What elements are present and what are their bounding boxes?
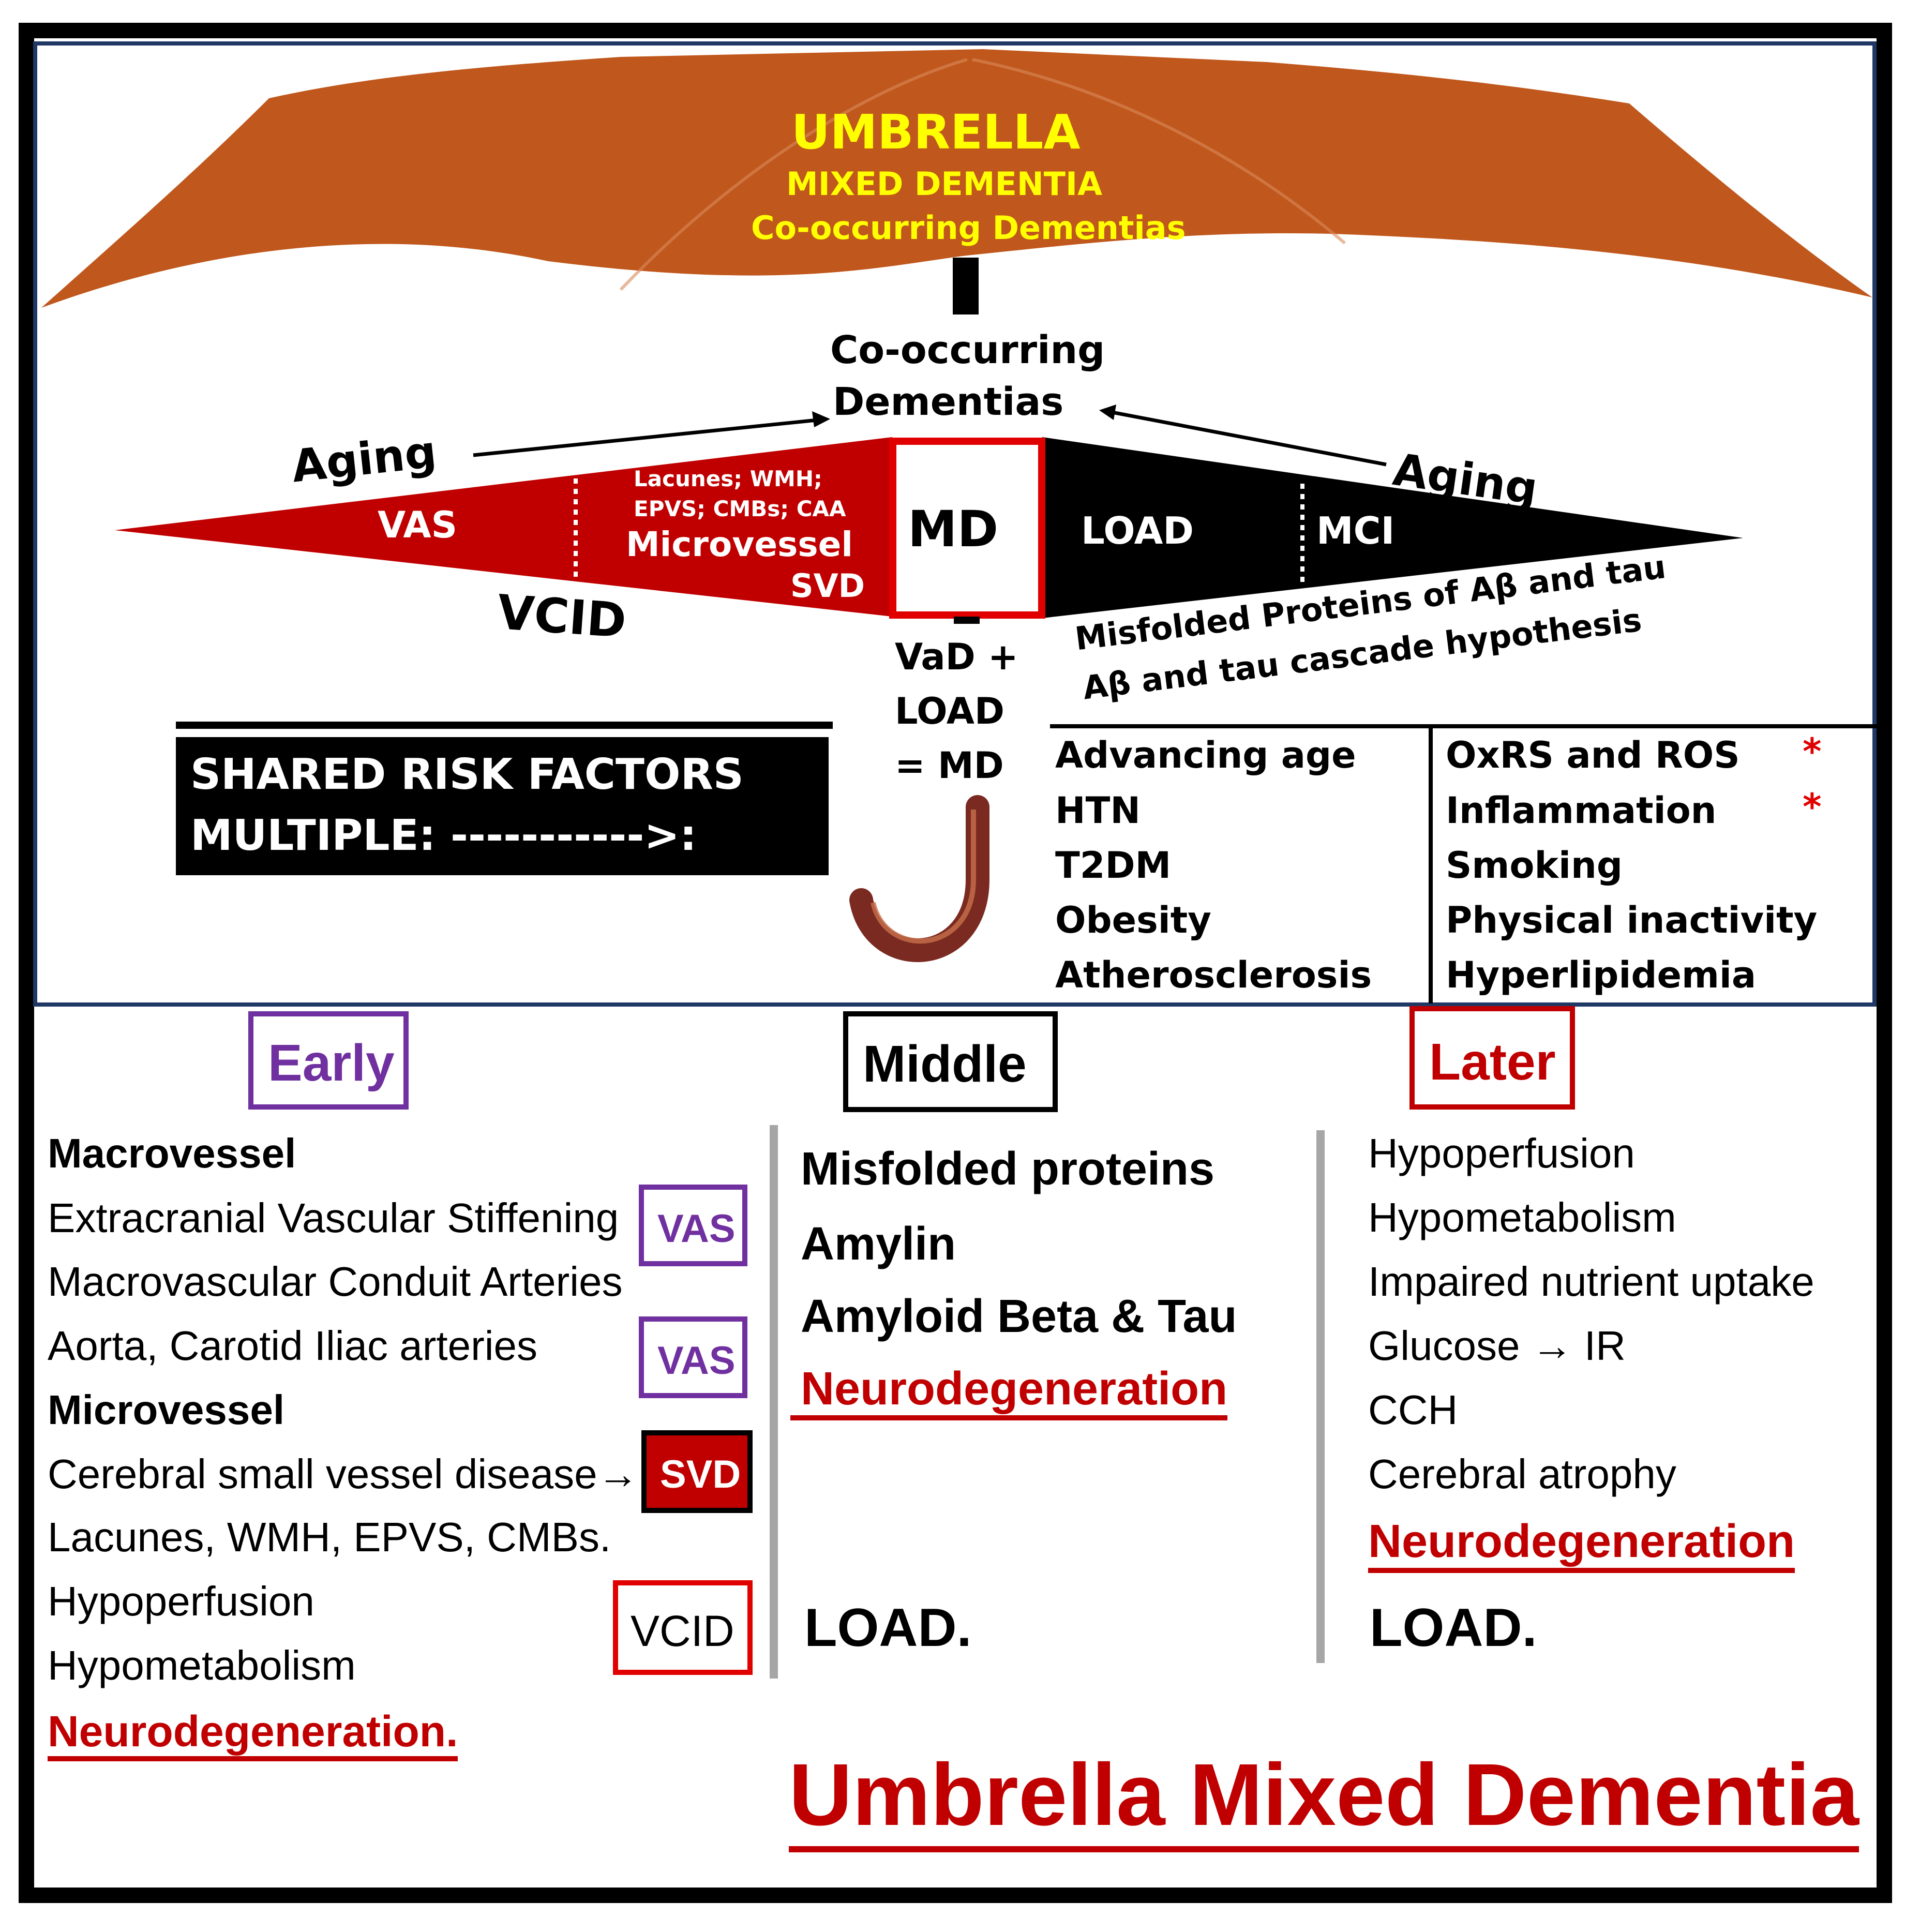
badge-vcid: VCID <box>613 1580 753 1675</box>
badge-vas-label: VAS <box>657 1207 736 1251</box>
badge-svd: SVD <box>641 1430 753 1513</box>
column-separator <box>1316 1130 1325 1663</box>
umbrella-canopy <box>41 49 1872 308</box>
umbrella-subtitle: MIXED DEMENTIA <box>786 165 1103 203</box>
middle-header: Middle <box>863 1035 1027 1093</box>
early-line: Cerebral small vessel disease→ <box>48 1451 639 1497</box>
early-line: Aorta, Carotid Iliac arteries <box>48 1323 538 1369</box>
md-label: MD <box>908 500 999 558</box>
risk-label-box: SHARED RISK FACTORS MULTIPLE: ----------… <box>176 737 829 875</box>
later-header: Later <box>1429 1033 1556 1091</box>
mci-label: MCI <box>1316 509 1395 552</box>
early-line: Hypometabolism <box>48 1642 356 1688</box>
badge-vcid-label: VCID <box>631 1607 734 1655</box>
umbrella-title: UMBRELLA <box>791 104 1081 160</box>
middle-line: Amylin <box>801 1218 956 1270</box>
risk-label-line2: MULTIPLE: ----------->: <box>190 811 697 860</box>
early-header-box: Early <box>248 1011 409 1110</box>
later-line: Hypometabolism <box>1368 1194 1676 1240</box>
umbrella-subtitle2: Co-occurring Dementias <box>751 209 1186 247</box>
middle-load: LOAD. <box>804 1598 972 1658</box>
badge-vas: VAS <box>639 1316 747 1398</box>
equation-line3: = MD <box>895 744 1004 787</box>
badge-vas-label: VAS <box>657 1339 736 1383</box>
risk-col1-item: Obesity <box>1055 899 1211 941</box>
microvessel-small2: EPVS; CMBs; CAA <box>634 496 846 521</box>
aging-arrow-left <box>473 418 818 457</box>
badge-svd-label: SVD <box>660 1452 741 1496</box>
middle-neurodegeneration: Neurodegeneration <box>790 1366 1228 1420</box>
early-line: Macrovascular Conduit Arteries <box>48 1259 623 1305</box>
umbrella-handle-highlight <box>871 810 976 944</box>
diamond-red <box>115 437 892 617</box>
badge-vas: VAS <box>639 1185 747 1266</box>
equation-line1: VaD + <box>895 636 1018 678</box>
later-line: Hypoperfusion <box>1368 1130 1635 1176</box>
risk-topline <box>176 722 833 729</box>
middle-line: Misfolded proteins <box>801 1143 1215 1195</box>
vas-label: VAS <box>378 504 458 546</box>
later-line: CCH <box>1368 1387 1458 1433</box>
early-line: Microvessel <box>48 1387 285 1433</box>
column-separator <box>770 1125 778 1679</box>
diamond-black <box>1042 437 1743 618</box>
middle-line: Amyloid Beta & Tau <box>801 1291 1237 1342</box>
arrow-head <box>1099 405 1116 420</box>
early-line: Macrovessel <box>48 1130 296 1176</box>
risk-table-topline <box>1050 724 1877 728</box>
later-header-box: Later <box>1409 1006 1575 1110</box>
risk-col1-item: HTN <box>1055 789 1141 832</box>
later-line: Cerebral atrophy <box>1368 1451 1676 1497</box>
vcid-label: VCID <box>496 585 628 649</box>
early-neurodegeneration: Neurodegeneration. <box>48 1710 458 1761</box>
later-load: LOAD. <box>1370 1598 1537 1658</box>
risk-col2-item: OxRS and ROS <box>1446 734 1740 776</box>
umbrella-shaft <box>953 258 979 314</box>
early-line: Extracranial Vascular Stiffening <box>48 1195 619 1241</box>
risk-table-divider <box>1429 727 1433 1004</box>
arrow-head <box>812 411 830 427</box>
middle-header-box: Middle <box>843 1011 1058 1112</box>
microvessel-label: Microvessel <box>626 525 853 564</box>
risk-col2-item: Hyperlipidemia <box>1446 954 1757 996</box>
md-stem <box>954 617 980 624</box>
outer-frame <box>19 23 1892 1903</box>
load-label: LOAD <box>1081 509 1194 552</box>
risk-col2-item: Inflammation <box>1446 789 1717 832</box>
cooccurring-line1: Co-occurring <box>830 328 1105 372</box>
md-box <box>889 438 1045 619</box>
svd-label: SVD <box>790 567 865 605</box>
early-header: Early <box>268 1034 395 1092</box>
risk-col1-item: Atherosclerosis <box>1055 954 1372 996</box>
microvessel-small1: Lacunes; WMH; <box>634 466 822 491</box>
footer-title: Umbrella Mixed Dementia <box>789 1751 1859 1852</box>
risk-col1-item: T2DM <box>1055 844 1172 887</box>
top-panel <box>33 41 1877 1007</box>
later-line: Glucose → IR <box>1368 1323 1626 1369</box>
risk-col1-item: Advancing age <box>1055 734 1356 776</box>
umbrella-rib <box>619 58 968 291</box>
cooccurring-line2: Dementias <box>833 380 1064 424</box>
equation-line2: LOAD <box>895 690 1005 732</box>
later-line: Impaired nutrient uptake <box>1368 1259 1814 1305</box>
early-line: Hypoperfusion <box>48 1578 314 1624</box>
risk-col2-item: Smoking <box>1446 844 1623 887</box>
later-neurodegeneration: Neurodegeneration <box>1368 1518 1795 1573</box>
aging-arrow-right <box>1112 410 1387 467</box>
asterisk: * <box>1803 730 1822 773</box>
asterisk: * <box>1803 786 1822 828</box>
early-line: Lacunes, WMH, EPVS, CMBs. <box>48 1514 611 1560</box>
risk-col2-item: Physical inactivity <box>1446 899 1818 941</box>
umbrella-handle <box>849 795 989 962</box>
umbrella-rib <box>972 58 1346 245</box>
risk-label-line1: SHARED RISK FACTORS <box>190 750 744 799</box>
